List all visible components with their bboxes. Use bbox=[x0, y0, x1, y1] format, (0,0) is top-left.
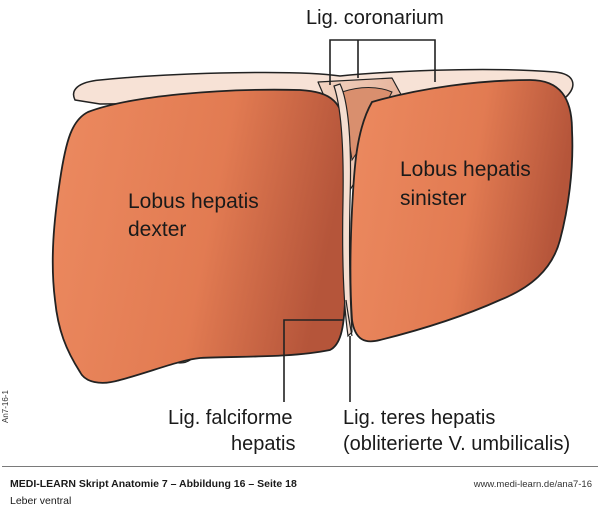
label-lig-coronarium: Lig. coronarium bbox=[306, 7, 444, 29]
label-lobus-sinister-2: sinister bbox=[400, 187, 467, 210]
footer-title: MEDI-LEARN Skript Anatomie 7 – Abbildung… bbox=[10, 478, 297, 490]
footer-divider bbox=[2, 466, 598, 467]
ligamentum-teres bbox=[345, 299, 353, 337]
footer-subtitle: Leber ventral bbox=[10, 495, 72, 507]
label-lobus-dexter-1: Lobus hepatis bbox=[128, 190, 259, 213]
lobus-hepatis-sinister bbox=[349, 79, 574, 343]
footer-url[interactable]: www.medi-learn.de/ana7-16 bbox=[473, 479, 592, 490]
figure-code: An7-16-1 bbox=[1, 390, 10, 423]
label-lig-falciforme-2: hepatis bbox=[231, 433, 296, 455]
lobus-hepatis-dexter bbox=[51, 88, 349, 384]
leader-lines bbox=[283, 39, 436, 402]
label-lobus-sinister-1: Lobus hepatis bbox=[400, 158, 531, 181]
label-lig-teres-2: (obliterierte V. umbilicalis) bbox=[343, 433, 570, 455]
label-lig-teres-1: Lig. teres hepatis bbox=[343, 407, 495, 429]
label-lobus-dexter-2: dexter bbox=[128, 218, 186, 241]
ligamentum-falciforme bbox=[333, 83, 353, 338]
label-lig-falciforme-1: Lig. falciforme bbox=[168, 407, 293, 429]
